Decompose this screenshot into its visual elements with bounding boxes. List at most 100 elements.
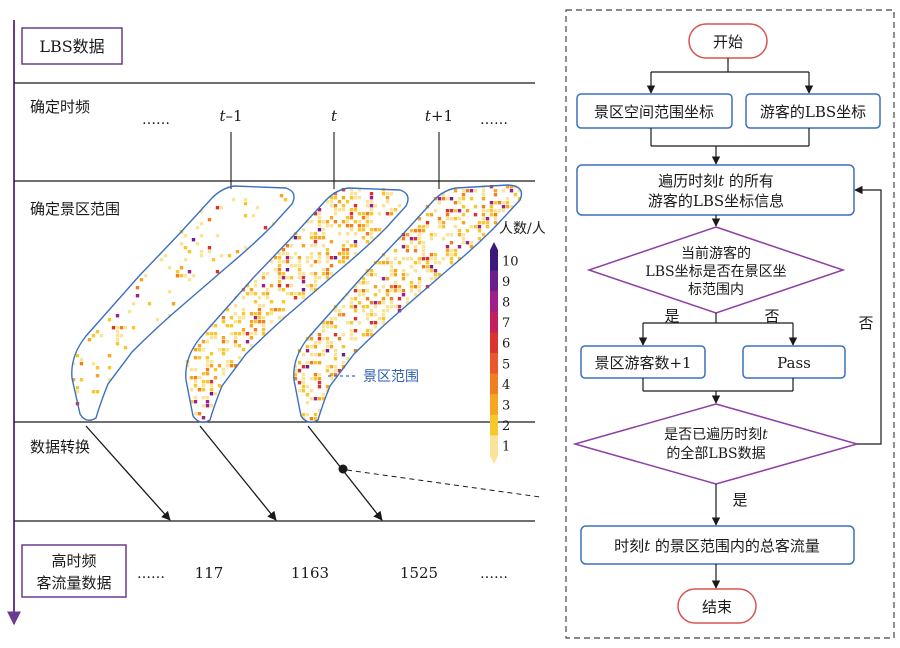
heatmap-cell [349, 333, 354, 337]
heatmap-cell [425, 265, 430, 269]
heatmap-cell [413, 229, 418, 233]
heatmap-cell [341, 333, 346, 337]
heatmap-cell [289, 264, 294, 268]
heatmap-cell [477, 225, 482, 229]
heatmap-cell [219, 254, 224, 258]
heatmap-cell [279, 194, 284, 198]
heatmap-cell [313, 212, 318, 216]
heatmap-cell [193, 384, 198, 388]
heatmap-cell [329, 321, 334, 325]
heatmap-cell [461, 205, 466, 209]
heatmap-cell [309, 389, 314, 393]
heatmap-cell [229, 364, 234, 368]
heatmap-cell [221, 320, 226, 324]
heatmap-cell [365, 224, 370, 228]
flow-branch-no: 否 [764, 307, 779, 325]
lbs-data-box [21, 27, 123, 65]
heatmap-cell [429, 237, 434, 241]
heatmap-cell [261, 272, 266, 276]
heatmap-cell [71, 362, 76, 366]
heatmap-cell [325, 341, 330, 345]
heatmap-cell [425, 257, 430, 261]
heatmap-cell [385, 277, 390, 281]
heatmap-cell [189, 400, 194, 404]
heatmap-cell [193, 396, 198, 400]
flow-decision-in-range-line3: 标范围内 [688, 281, 744, 298]
heatmap-cell [445, 209, 450, 213]
heatmap-cell [281, 308, 286, 312]
heatmap-cell [421, 257, 426, 261]
flow-box-pass-label: Pass [777, 354, 811, 372]
heatmap-cell [353, 329, 358, 333]
heatmap-cell [373, 305, 378, 309]
heatmap-cell [115, 330, 120, 334]
heatmap-cell [95, 374, 100, 378]
legend-swatch [490, 311, 498, 333]
heatmap-cell [485, 209, 490, 213]
heatmap-cell [349, 196, 354, 200]
flow-box-visitor-coords [745, 93, 881, 129]
flow-branch-yes: 是 [664, 307, 679, 325]
heatmap-cell [413, 269, 418, 273]
heatmap-cell [409, 257, 414, 261]
count-t: 1163 [291, 564, 329, 582]
heatmap-cell [369, 321, 374, 325]
flow-decision-all-traversed-line1: 是否已遍历时刻t [664, 427, 768, 443]
heatmap-cell [417, 241, 422, 245]
heatmap-cell [265, 288, 270, 292]
heatmap-cell [325, 325, 330, 329]
time-dots-right: …… [480, 112, 508, 128]
heatmap-cell [317, 236, 322, 240]
heatmap-cell [405, 233, 410, 237]
heatmap-cell [301, 272, 306, 276]
heatmap-cell [301, 413, 306, 417]
heatmap-cell [457, 257, 462, 261]
heatmap-cell [261, 276, 266, 280]
heatmap-cell [199, 222, 204, 226]
heatmap-cell [329, 272, 334, 276]
heatmap-cell [237, 344, 242, 348]
heatmap-cell [353, 204, 358, 208]
heatmap-cell [197, 376, 202, 380]
heatmap-cell [225, 308, 230, 312]
heatmap-cell [481, 209, 486, 213]
heatmap-cell [257, 304, 262, 308]
heatmap-cell [205, 332, 210, 336]
heatmap-cell [285, 244, 290, 248]
heatmap-cell [365, 305, 370, 309]
heatmap-cell [381, 192, 386, 196]
heatmap-cell [381, 309, 386, 313]
heatmap-cell [341, 305, 346, 309]
heatmap-cell [95, 390, 100, 394]
heatmap-cell [187, 270, 192, 274]
heatmap-cell [309, 337, 314, 341]
heatmap-cell [313, 232, 318, 236]
heatmap-cell [281, 260, 286, 264]
connector-dashed-line [346, 469, 541, 498]
heatmap-cell [75, 354, 80, 358]
heatmap-cell [345, 200, 350, 204]
heatmap-cell [481, 217, 486, 221]
heatmap-cell [409, 229, 414, 233]
heatmap-cell [273, 308, 278, 312]
heatmap-cell [309, 236, 314, 240]
heatmap-cell [325, 276, 330, 280]
heatmap-cell [201, 416, 206, 420]
heatmap-cell [245, 292, 250, 296]
heatmap-cell [293, 377, 298, 381]
heatmap-cell [95, 366, 100, 370]
heatmap-cell [201, 384, 206, 388]
heatmap-cell [365, 281, 370, 285]
heatmap-cell [325, 337, 330, 341]
heatmap-cell [361, 236, 366, 240]
heatmap-cell [325, 252, 330, 256]
heatmap-cell [369, 208, 374, 212]
heatmap-cell [365, 204, 370, 208]
heatmap-cell [461, 233, 466, 237]
heatmap-cell [317, 256, 322, 260]
heatmap-cell [373, 273, 378, 277]
heatmap-cell [321, 353, 326, 357]
heatmap-cell [449, 241, 454, 245]
heatmap-cell [345, 321, 350, 325]
